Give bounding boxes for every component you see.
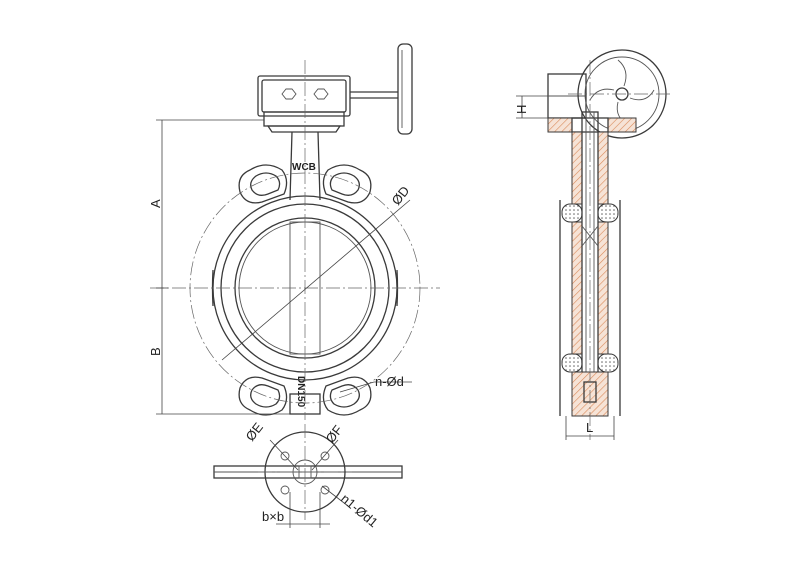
dim-h-label: H [514, 105, 529, 114]
gearbox [257, 43, 413, 135]
dim-l-label: L [586, 420, 593, 435]
side-view: H L [514, 49, 672, 440]
nominal-size-label: DN150 [295, 376, 306, 408]
dim-flange-holes-label: n1-Ød1 [338, 491, 381, 530]
dimension-d: ØD [221, 183, 413, 361]
upper-lugs [238, 164, 372, 204]
body-material-label: WCB [292, 162, 316, 173]
dim-e-label: ØE [243, 420, 267, 444]
dim-d-label: ØD [389, 183, 413, 208]
dim-bolt-holes-label: n-Ød [375, 374, 404, 389]
dimension-bolt-holes: n-Ød [339, 374, 412, 393]
front-view: WCB DN150 [148, 43, 440, 420]
dim-b-label: B [148, 347, 163, 356]
flange-view: ØE ØF n1-Ød1 b×b [213, 420, 403, 530]
valve-neck: WCB DN150 [289, 131, 321, 408]
dim-f-label: ØF [323, 422, 346, 446]
lower-lugs [238, 376, 372, 416]
dimension-a-b: A B [148, 119, 290, 415]
dim-a-label: A [148, 199, 163, 208]
dim-square-label: b×b [262, 509, 284, 524]
